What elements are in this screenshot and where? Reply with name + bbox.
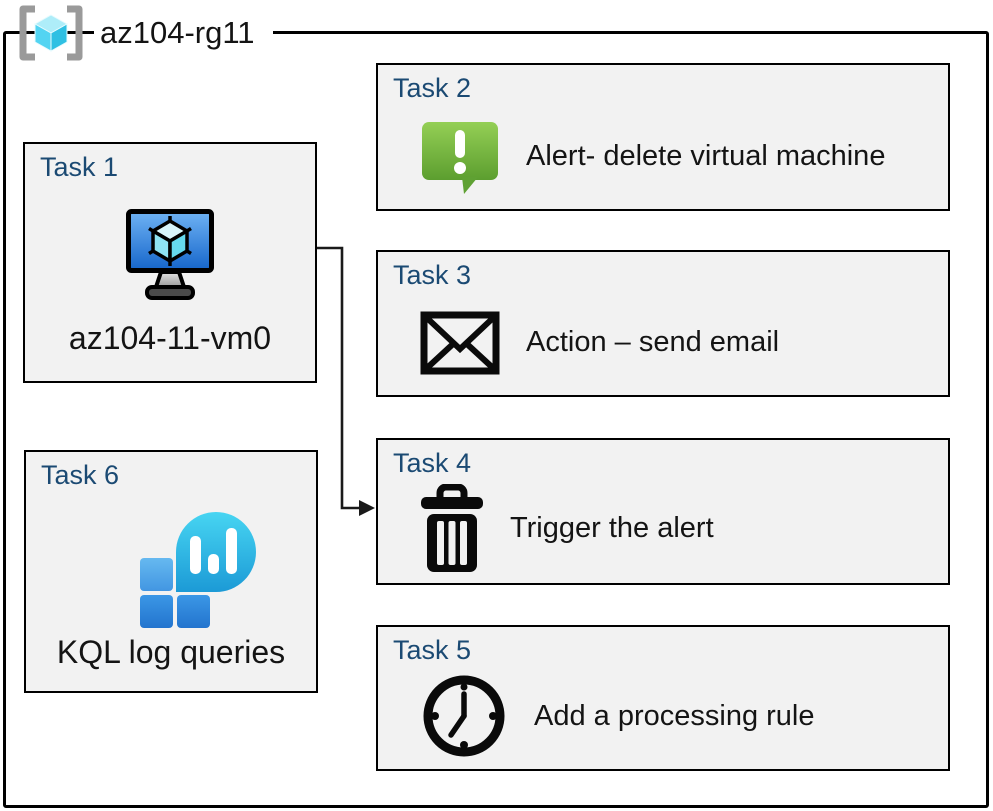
task4-title: Task 4 bbox=[393, 448, 472, 478]
trash-icon bbox=[421, 483, 483, 572]
task6-title: Task 6 bbox=[41, 460, 120, 490]
task4-label: Trigger the alert bbox=[510, 512, 714, 544]
alert-icon bbox=[422, 122, 498, 194]
task1-label: az104-11-vm0 bbox=[68, 320, 272, 356]
task1-title: Task 1 bbox=[40, 152, 119, 182]
clock-icon bbox=[423, 675, 505, 757]
task2-box: Task 2 Alert- delete virtual machine bbox=[376, 63, 950, 211]
task6-box: Task 6 KQL log queries bbox=[24, 450, 318, 693]
task5-box: Task 5 Add a processing rule bbox=[376, 625, 950, 771]
task5-title: Task 5 bbox=[393, 635, 472, 665]
task6-label: KQL log queries bbox=[56, 634, 286, 670]
task4-box: Trigger the alert Task 4 bbox=[376, 438, 950, 585]
task3-label: Action – send email bbox=[526, 326, 780, 358]
task2-title: Task 2 bbox=[393, 73, 472, 103]
virtual-machine-icon bbox=[126, 209, 214, 300]
task3-title: Task 3 bbox=[393, 260, 472, 290]
task3-box: Task 3 Action – send email bbox=[376, 250, 950, 397]
resource-group-title: az104-rg11 bbox=[94, 13, 273, 53]
resource-group-icon bbox=[19, 5, 83, 61]
task1-box: Task 1 az104-11-vm0 bbox=[23, 142, 317, 383]
task2-label: Alert- delete virtual machine bbox=[526, 139, 886, 172]
email-icon bbox=[420, 311, 500, 374]
resource-group-container bbox=[3, 31, 989, 808]
task5-label: Add a processing rule bbox=[534, 699, 815, 732]
log-analytics-icon bbox=[140, 512, 256, 628]
